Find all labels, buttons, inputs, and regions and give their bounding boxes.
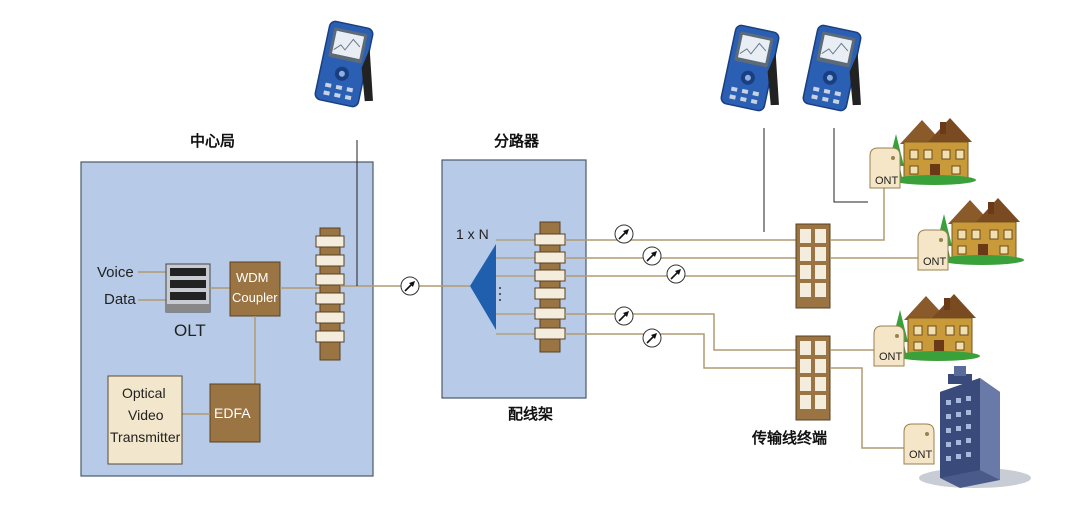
olt-label: OLT [174,321,206,340]
fiber-arrow-icon [400,276,420,296]
distribution-frame-label: 配线架 [508,405,553,423]
fiber-arrow-icon [666,264,686,284]
one-by-n-label: 1 x N [456,226,489,242]
fiber-arrow-icon [614,224,634,244]
otdr-tester-icon [719,23,795,116]
fiber-arrow-icon [614,306,634,326]
ovt-label-3: Transmitter [110,429,181,445]
wdm-label-2: Coupler [232,290,278,305]
voice-label: Voice [97,264,134,281]
edfa-label: EDFA [214,405,251,421]
central-office-label: 中心局 [190,132,235,150]
ont-icon: ONT [903,423,935,465]
fiber-arrow-icon [642,246,662,266]
svg-text:ONT: ONT [879,351,903,363]
splitter-label: 分路器 [494,132,540,150]
splitter-triangle [470,244,496,330]
edfa-box [209,383,261,443]
house-icon [891,293,981,362]
house-icon [935,197,1025,266]
svg-text:ONT: ONT [909,449,933,461]
ont-icon: ONT [869,147,901,189]
distribution-frame-panel [534,221,566,353]
co-patch-panel [315,227,345,361]
fiber-arrow-icon [642,328,662,348]
ovt-label-2: Video [128,407,164,423]
transmission-terminal-label: 传输线终端 [751,429,827,447]
office-building-icon [919,366,1031,488]
otdr-tester-icon [313,19,389,112]
optical-video-transmitter [107,375,183,465]
ont-icon: ONT [873,325,905,367]
house-icon [887,117,977,186]
ont-icon: ONT [917,229,949,271]
terminal-panel-lower [795,335,831,421]
svg-text:ONT: ONT [875,175,899,187]
svg-text:ONT: ONT [923,256,947,268]
data-label: Data [104,291,136,308]
ovt-label-1: Optical [122,385,166,401]
wdm-label-1: WDM [236,270,269,285]
otdr-tester-icon [801,23,877,116]
terminal-panel-upper [795,223,831,309]
olt-device-icon [165,263,211,313]
